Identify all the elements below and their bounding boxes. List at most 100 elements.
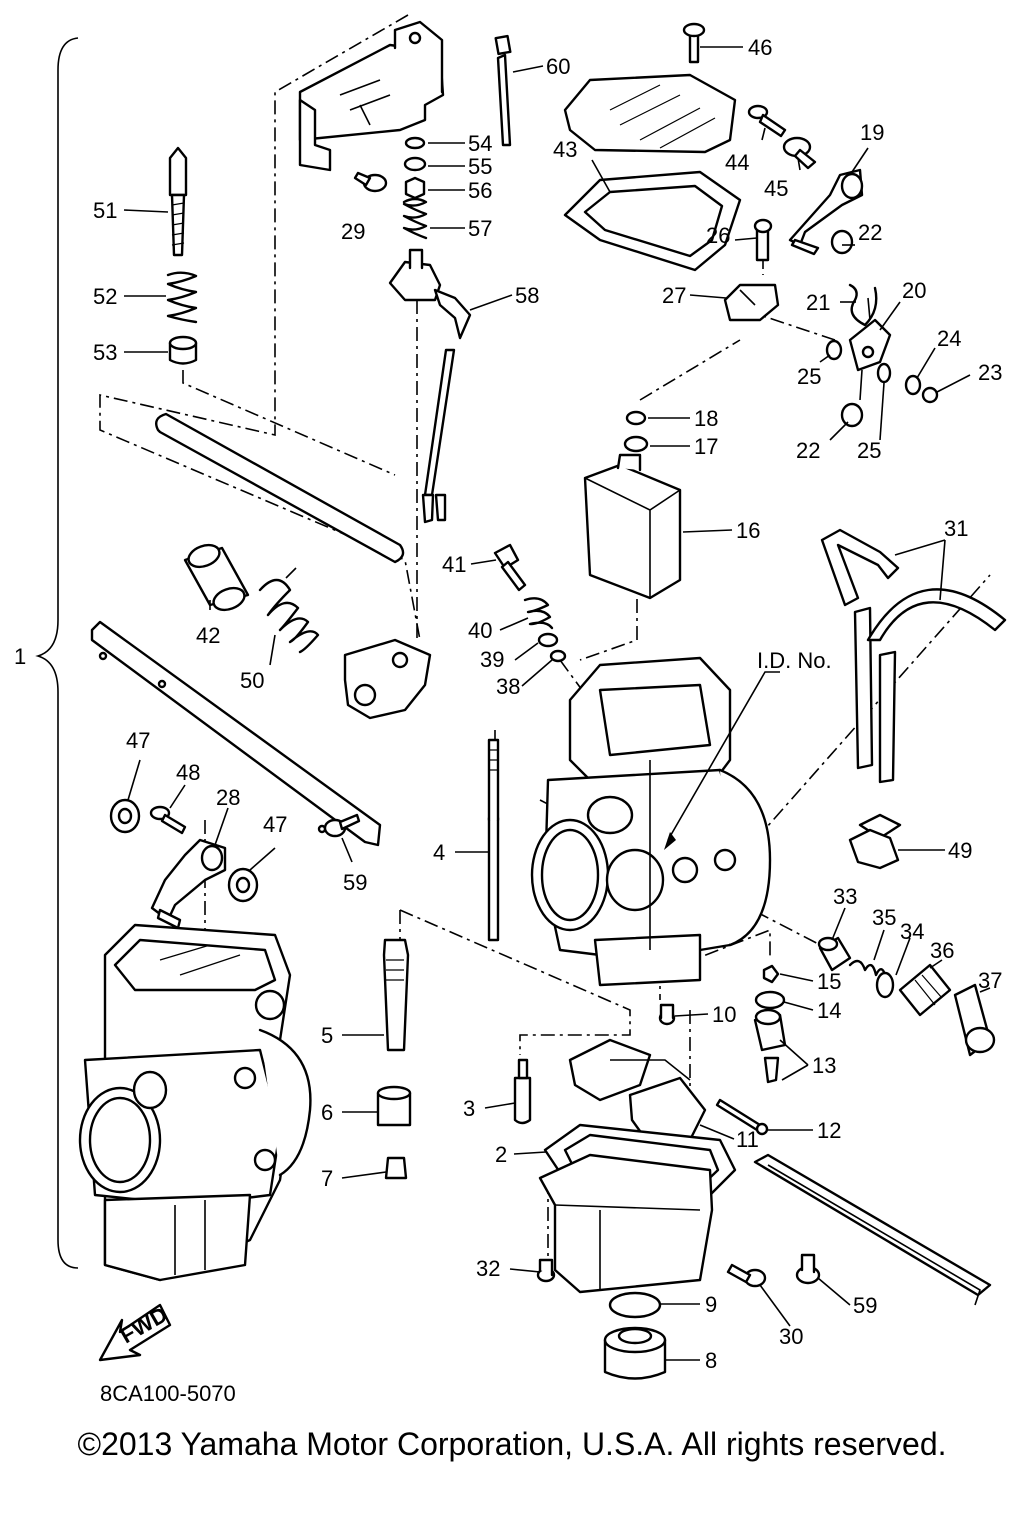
label-part-13: 13 [812,1053,836,1078]
label-part-42: 42 [196,623,220,648]
washer-39 [537,632,559,648]
fwd-arrow-icon: FWD [98,1302,172,1362]
cap-33 [817,936,852,972]
id-pointer [667,671,780,841]
label-part-16: 16 [736,518,760,543]
label-part-25b: 25 [857,438,881,463]
linkage-piece [343,638,432,720]
label-part-26: 26 [706,223,730,248]
bush-47b [227,867,259,903]
label-part-37: 37 [978,968,1002,993]
washer-17 [623,435,649,453]
label-part-18: 18 [694,406,718,431]
label-part-8: 8 [705,1348,717,1373]
collar-45 [782,136,817,170]
oring-34 [875,971,895,999]
screw-41 [493,543,527,592]
label-part-17: 17 [694,434,718,459]
clip-18 [625,410,647,426]
label-part-14: 14 [817,998,841,1023]
spring-52 [166,271,198,324]
washer-25a [825,339,843,361]
spring-35 [848,959,888,980]
label-part-35: 35 [872,905,896,930]
label-part-55: 55 [468,154,492,179]
label-part-10: 10 [712,1002,736,1027]
bush-22a [830,229,854,255]
oring-38 [549,649,567,663]
diagram-code: 8CA100-5070 [100,1381,236,1406]
oring-14 [754,990,786,1010]
label-part-48: 48 [176,760,200,785]
label-part-24: 24 [937,326,961,351]
screw-30 [726,1263,767,1288]
jet-3 [513,1058,532,1125]
washer-25b [876,362,892,384]
label-part-15: 15 [817,969,841,994]
carburetor-body-left [78,923,312,1282]
cable-tie-60 [494,34,512,147]
label-part-32: 32 [476,1256,500,1281]
label-part-49: 49 [948,838,972,863]
label-part-21: 21 [806,290,830,315]
needle-valve-13 [753,1008,787,1084]
label-part-47b: 47 [263,812,287,837]
sensor-58 [388,248,472,524]
rail-bar [90,620,382,847]
label-part-39: 39 [480,647,504,672]
screw-59a [323,813,361,838]
nut-23 [921,386,939,404]
label-part-25a: 25 [797,364,821,389]
carb-top-bracket [298,20,445,172]
screw-10 [658,1003,676,1026]
gasket-43 [563,170,742,272]
label-part-3: 3 [463,1096,475,1121]
rail-bar-right [753,1153,992,1306]
label-part-11: 11 [736,1127,759,1152]
label-part-56: 56 [468,178,492,203]
float-bowl [538,1153,714,1294]
label-part-7: 7 [321,1166,333,1191]
plug-36 [898,963,952,1017]
spring-21 [848,283,878,327]
cap-37 [953,983,996,1057]
lever-28 [150,838,227,930]
shaft [155,412,405,564]
screw-32 [536,1258,556,1283]
tube-5 [382,938,410,1052]
jet-7 [384,1156,408,1180]
cap-53 [168,335,198,365]
label-part-51: 51 [93,198,117,223]
label-part-28: 28 [216,785,240,810]
leader-lines [123,46,991,1361]
label-part-59b: 59 [853,1293,877,1318]
label-part-54: 54 [468,131,492,156]
label-part-20: 20 [902,278,926,303]
spring-40 [523,597,554,630]
label-part-38: 38 [496,674,520,699]
holder-6 [376,1085,412,1127]
label-part-12: 12 [817,1118,841,1143]
label-part-34: 34 [900,919,924,944]
needle-4 [487,738,500,942]
label-part-53: 53 [93,340,117,365]
pin-12 [715,1098,769,1136]
hoses-31 [820,528,1007,784]
label-part-30: 30 [779,1324,803,1349]
assembly-bracket [35,37,79,1269]
bracket-27 [723,283,780,322]
label-part-43: 43 [553,137,577,162]
float-11 [568,1038,707,1147]
bracket-20 [848,297,892,401]
label-part-6: 6 [321,1100,333,1125]
washer-24 [904,374,922,396]
bush-47a [109,798,141,834]
plug-8 [603,1326,667,1380]
bush-22b [840,402,864,428]
copyright-notice: ©2013 Yamaha Motor Corporation, U.S.A. A… [77,1426,947,1462]
carburetor-body-main [530,656,772,987]
clip-49 [848,813,902,870]
label-part-31: 31 [944,516,968,541]
label-part-2: 2 [495,1142,507,1167]
